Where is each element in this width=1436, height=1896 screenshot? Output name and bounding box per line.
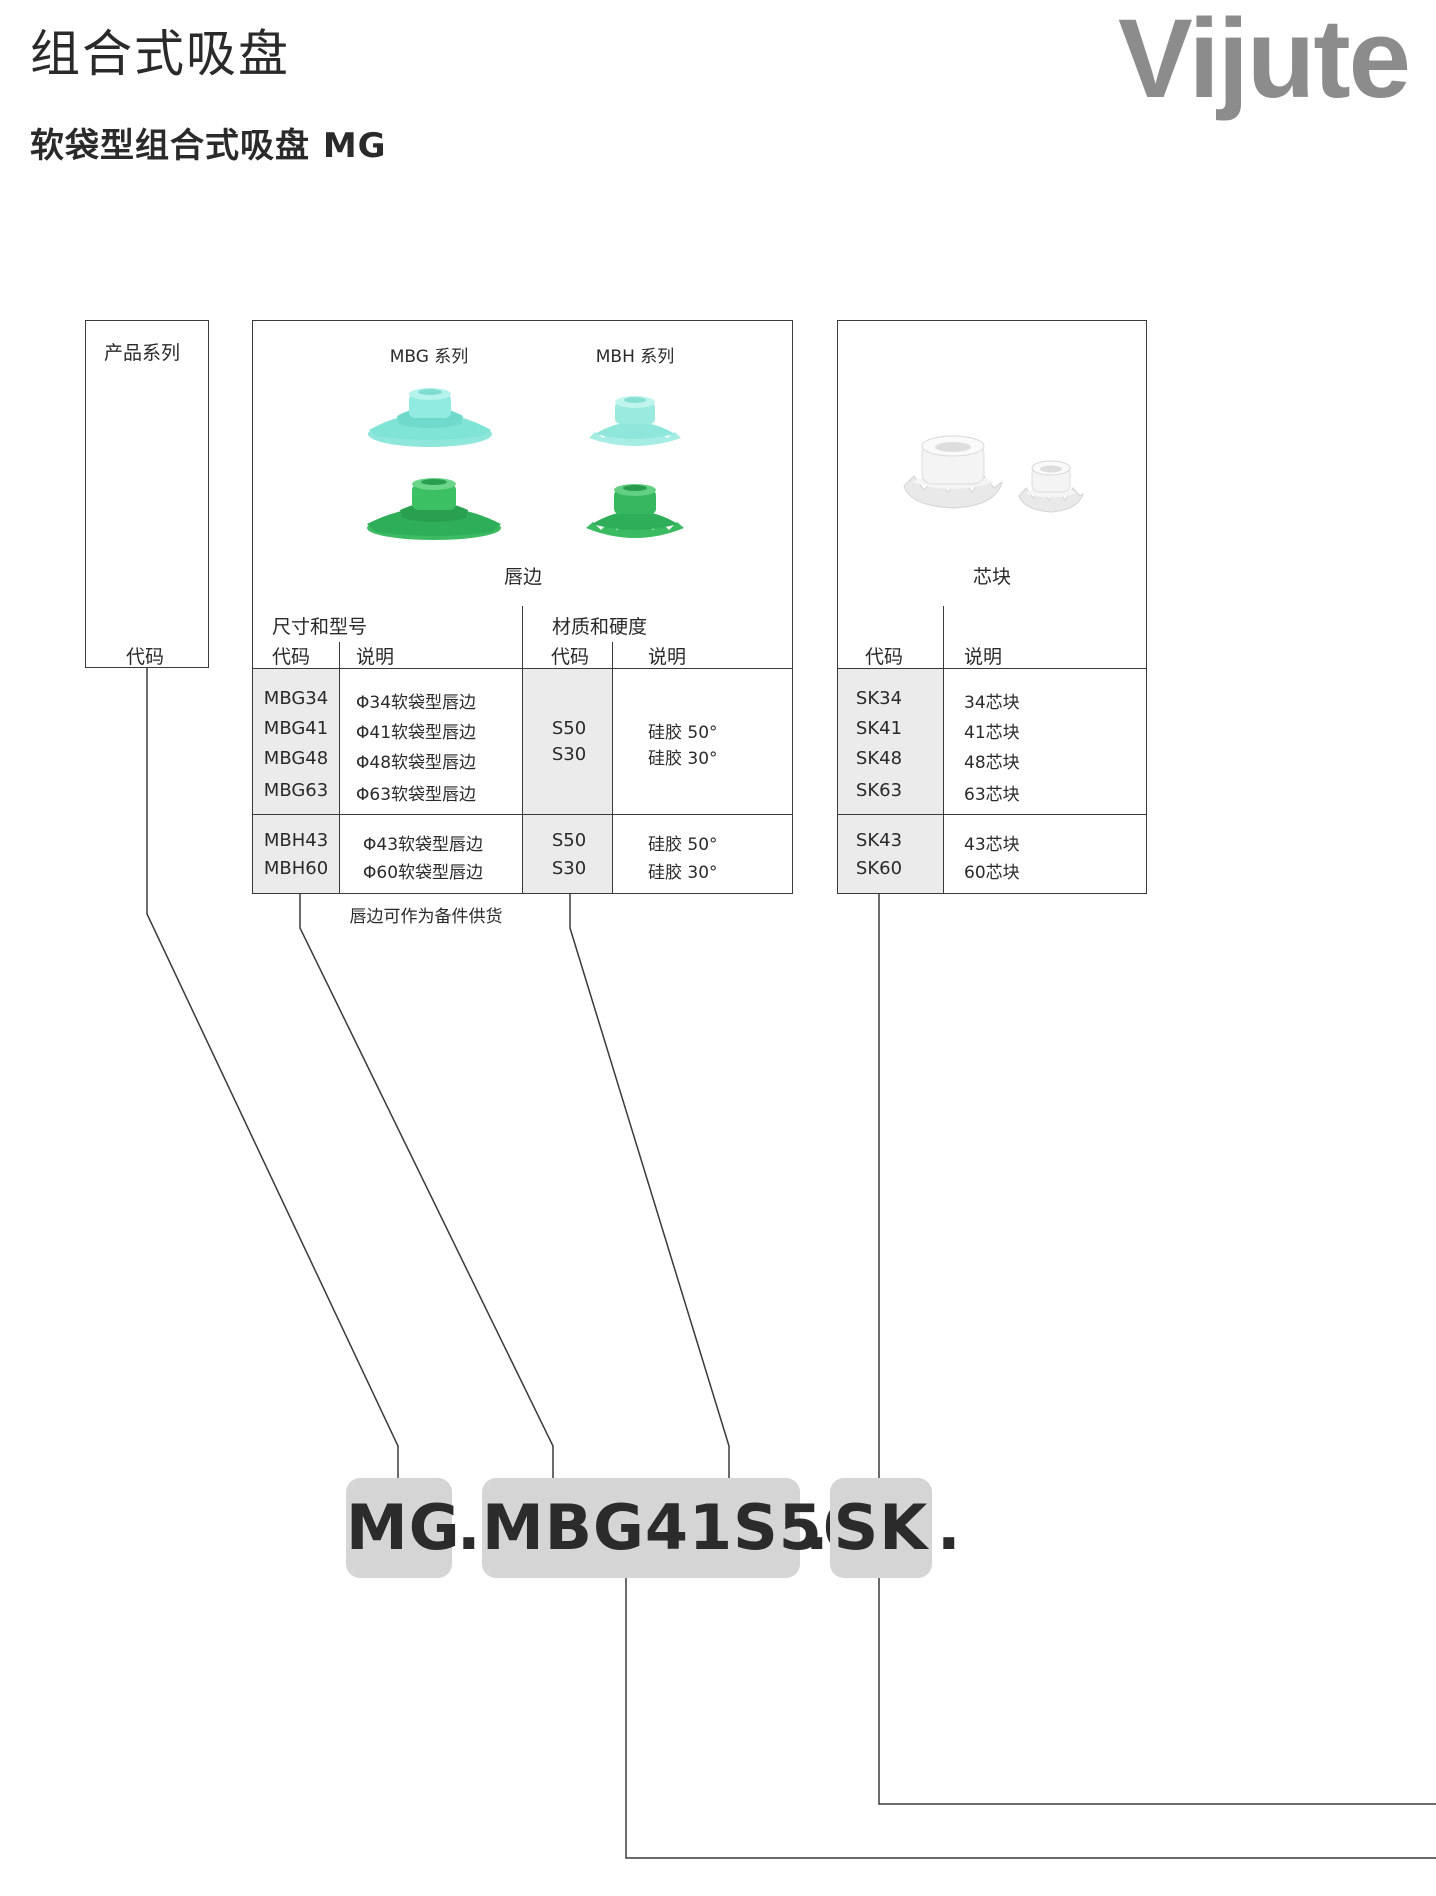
core-desc-sk48: 48芯块 <box>964 753 1020 773</box>
material-code-s50-b: S50 <box>551 830 587 851</box>
lip-desc-mbg48: Φ48软袋型唇边 <box>356 753 477 773</box>
lip-col-code: 代码 <box>272 646 311 668</box>
core-desc-sk43: 43芯块 <box>964 835 1020 855</box>
material-desc-s30-a: 硅胶 30° <box>648 749 718 769</box>
order-code-separator-2: . <box>805 1491 829 1564</box>
core-large-image <box>903 435 1003 509</box>
core-desc-sk41: 41芯块 <box>964 723 1020 743</box>
series-header: 产品系列 <box>103 342 181 364</box>
mbh-series-label: MBH 系列 <box>595 347 675 367</box>
series-box <box>85 320 209 668</box>
material-code-s30-b: S30 <box>551 858 587 879</box>
core-code-sk41: SK41 <box>855 718 903 739</box>
core-code-sk48: SK48 <box>855 748 903 769</box>
core-code-shade-bottom <box>838 815 943 893</box>
material-desc-s50-b: 硅胶 50° <box>648 835 718 855</box>
order-code-core: SK <box>830 1478 932 1578</box>
lip-code-divider-header <box>339 642 340 668</box>
lip-code-mbg41: MBG41 <box>263 718 329 739</box>
material-code-divider <box>612 668 613 894</box>
mbg-green-cup-image <box>367 478 501 540</box>
material-code-s30-a: S30 <box>551 744 587 765</box>
core-code-divider <box>943 606 944 894</box>
core-code-sk60: SK60 <box>855 858 903 879</box>
lip-code-mbh60: MBH60 <box>263 858 329 879</box>
material-code-shade-top <box>522 668 612 814</box>
lip-header-divider <box>522 606 523 894</box>
material-code-divider-header <box>612 642 613 668</box>
core-col-code: 代码 <box>864 646 904 668</box>
core-code-sk43: SK43 <box>855 830 903 851</box>
page-subtitle: 软袋型组合式吸盘 MG <box>30 126 387 166</box>
lip-desc-mbh43: Φ43软袋型唇边 <box>363 835 484 855</box>
material-code-shade-bottom <box>522 815 612 893</box>
core-caption: 芯块 <box>972 566 1012 588</box>
core-code-sk63: SK63 <box>855 780 903 801</box>
lip-code-mbg48: MBG48 <box>263 748 329 769</box>
material-col-code: 代码 <box>551 646 590 668</box>
lip-code-mbg63: MBG63 <box>263 780 329 801</box>
brand-logo: Vijute <box>1118 0 1411 121</box>
lip-desc-mbg34: Φ34软袋型唇边 <box>356 693 477 713</box>
lip-desc-mbh60: Φ60软袋型唇边 <box>363 863 484 883</box>
wire-code-down <box>625 1578 1436 1859</box>
mbg-teal-cup-image <box>368 388 492 447</box>
series-code-label: 代码 <box>125 646 165 668</box>
material-col-desc: 说明 <box>648 646 687 668</box>
material-desc-s30-b: 硅胶 30° <box>648 863 718 883</box>
size-header: 尺寸和型号 <box>272 616 368 638</box>
lip-code-mbg34: MBG34 <box>263 688 329 709</box>
core-code-sk34: SK34 <box>855 688 903 709</box>
page-title: 组合式吸盘 <box>30 25 290 83</box>
lip-code-mbh43: MBH43 <box>263 830 329 851</box>
lip-col-desc: 说明 <box>356 646 395 668</box>
lip-caption: 唇边 <box>503 566 543 588</box>
order-code-separator-1: . <box>457 1491 481 1564</box>
material-code-s50-a: S50 <box>551 718 587 739</box>
lip-code-divider <box>339 668 340 894</box>
lip-header-bottom <box>252 668 793 669</box>
wire-core <box>878 893 1436 1805</box>
wire-size <box>299 893 554 1478</box>
material-desc-s50-a: 硅胶 50° <box>648 723 718 743</box>
lip-code-shade <box>253 668 339 893</box>
lip-group-divider <box>252 814 793 815</box>
wire-material <box>569 893 730 1478</box>
core-small-image <box>1018 460 1084 513</box>
core-group-divider <box>837 814 1147 815</box>
core-desc-sk34: 34芯块 <box>964 693 1020 713</box>
core-desc-sk60: 60芯块 <box>964 863 1020 883</box>
material-header: 材质和硬度 <box>552 616 648 638</box>
lip-desc-mbg63: Φ63软袋型唇边 <box>356 785 477 805</box>
order-code-separator-3: . <box>937 1491 961 1564</box>
lip-desc-mbg41: Φ41软袋型唇边 <box>356 723 477 743</box>
core-header-bottom <box>837 668 1147 669</box>
mbg-series-label: MBG 系列 <box>389 347 469 367</box>
mbh-green-cup-image <box>586 484 684 538</box>
order-code-lip: MBG41S50 <box>482 1478 866 1578</box>
spare-part-note: 唇边可作为备件供货 <box>349 907 503 927</box>
order-code-series: MG <box>346 1478 460 1578</box>
core-col-desc: 说明 <box>964 646 1003 668</box>
core-desc-sk63: 63芯块 <box>964 785 1020 805</box>
mbh-teal-cup-image <box>589 396 681 446</box>
core-code-shade-top <box>838 668 943 814</box>
